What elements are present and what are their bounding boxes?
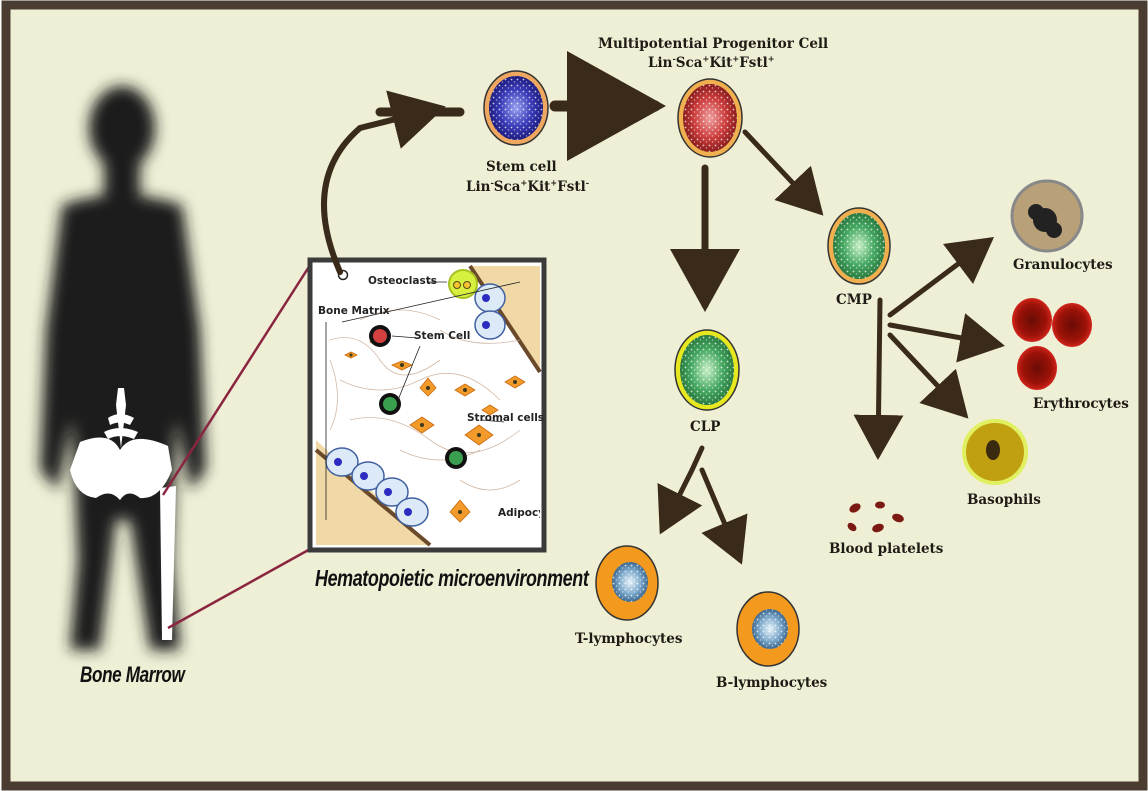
b-lymphocyte-cell [736,591,800,667]
blood-platelets [847,501,904,533]
bone-marrow-caption: Bone Marrow [80,662,185,687]
stem-cell-marker: Lin-Sca+Kit+Fstl- [466,177,590,195]
osteoclasts-label: Osteoclasts [368,275,437,287]
b-lymphocytes-label: B-lymphocytes [716,675,828,691]
mpp-marker: Lin-Sca+Kit+Fstl+ [648,53,775,71]
mpp-title: Multipotential Progenitor Cell [598,36,829,52]
cmp-label: CMP [836,292,872,308]
stem-cell-inset-label: Stem Cell [414,330,471,342]
blood-platelets-label: Blood platelets [829,541,944,557]
connector-line-top [161,261,314,496]
lineage-arrows [321,51,1005,565]
bone-matrix-label: Bone Matrix [318,305,390,317]
microenvironment-inset [307,257,547,553]
femur-bone-icon [160,486,176,640]
erythrocytes-label: Erythrocytes [1033,396,1129,412]
granulocytes-label: Granulocytes [1013,257,1113,273]
stem-cell-label: Stem cell [486,159,557,175]
pelvis-bone-icon [70,388,172,500]
basophil-cell [962,419,1028,485]
stem-cell [483,70,549,146]
connector-line-bottom [167,546,313,630]
t-lymphocytes-label: T-lymphocytes [575,631,683,647]
cmp-cell [827,207,891,285]
basophils-label: Basophils [967,492,1041,508]
clp-label: CLP [690,419,721,435]
clp-cell [674,329,740,411]
granulocyte-cell [1010,179,1084,253]
erythrocyte-cells [1012,298,1092,390]
microenvironment-caption: Hematopoietic microenvironment [315,565,589,591]
mpp-cell [677,78,743,158]
t-lymphocyte-cell [595,545,659,621]
stromal-cells-label: Stromal cells [467,412,545,424]
adipocyte-label: Adipocyte [498,508,540,519]
